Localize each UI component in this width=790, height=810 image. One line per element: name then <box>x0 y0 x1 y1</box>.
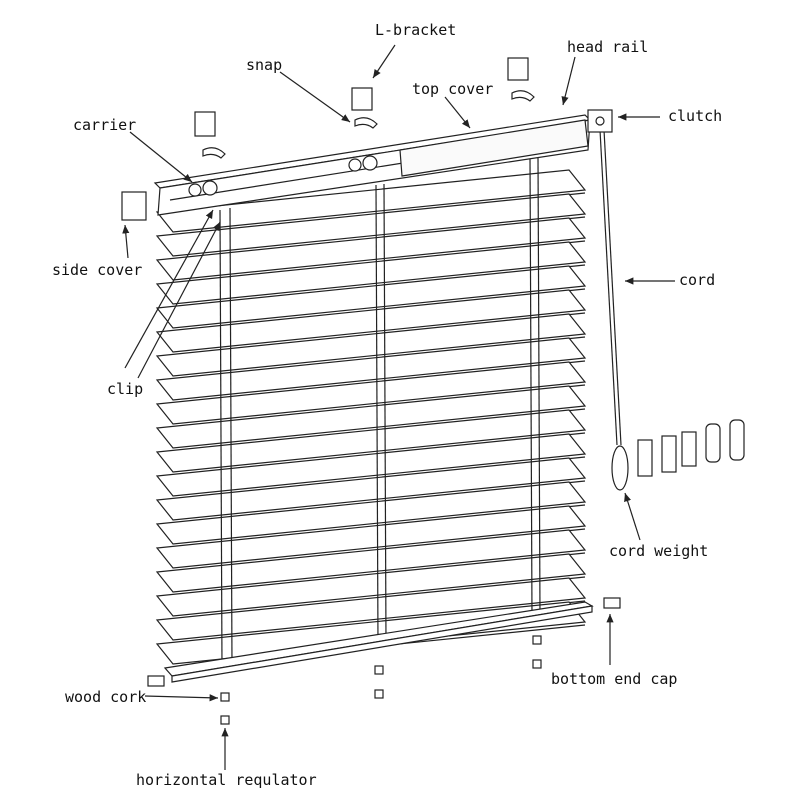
label-cord: cord <box>679 271 716 289</box>
label-top-cover: top cover <box>412 80 494 98</box>
slat <box>155 601 587 665</box>
slat <box>155 529 587 593</box>
label-snap: snap <box>246 56 283 74</box>
slat <box>155 169 587 233</box>
hardware-parts <box>121 57 745 725</box>
label-cord-weight: cord weight <box>609 542 709 560</box>
slats <box>155 169 587 668</box>
slat <box>155 409 587 473</box>
label-l-bracket: L-bracket <box>375 21 457 39</box>
slat <box>155 241 587 305</box>
slat <box>155 361 587 425</box>
head-rail <box>153 114 592 216</box>
cord <box>599 129 629 491</box>
slat <box>155 313 587 377</box>
ladder-strings <box>219 156 541 669</box>
slat <box>155 193 587 257</box>
bottom-rail <box>163 601 594 683</box>
label-clutch: clutch <box>668 107 723 125</box>
slat <box>155 505 587 569</box>
label-wood-cork: wood cork <box>65 688 147 706</box>
label-bottom-end-cap: bottom end cap <box>551 670 678 688</box>
slat <box>155 385 587 449</box>
slat <box>155 457 587 521</box>
slat <box>155 289 587 353</box>
label-head-rail: head rail <box>567 38 649 56</box>
label-clip: clip <box>107 380 144 398</box>
slat <box>155 433 587 497</box>
leader-arrows <box>122 44 675 770</box>
slat <box>155 217 587 281</box>
slat <box>155 337 587 401</box>
slat <box>155 577 587 641</box>
label-side-cover: side cover <box>52 261 143 279</box>
label-carrier: carrier <box>73 116 137 134</box>
label-horizontal-regulator: horizontal requlator <box>136 771 317 789</box>
slat <box>155 481 587 545</box>
slat <box>155 553 587 617</box>
